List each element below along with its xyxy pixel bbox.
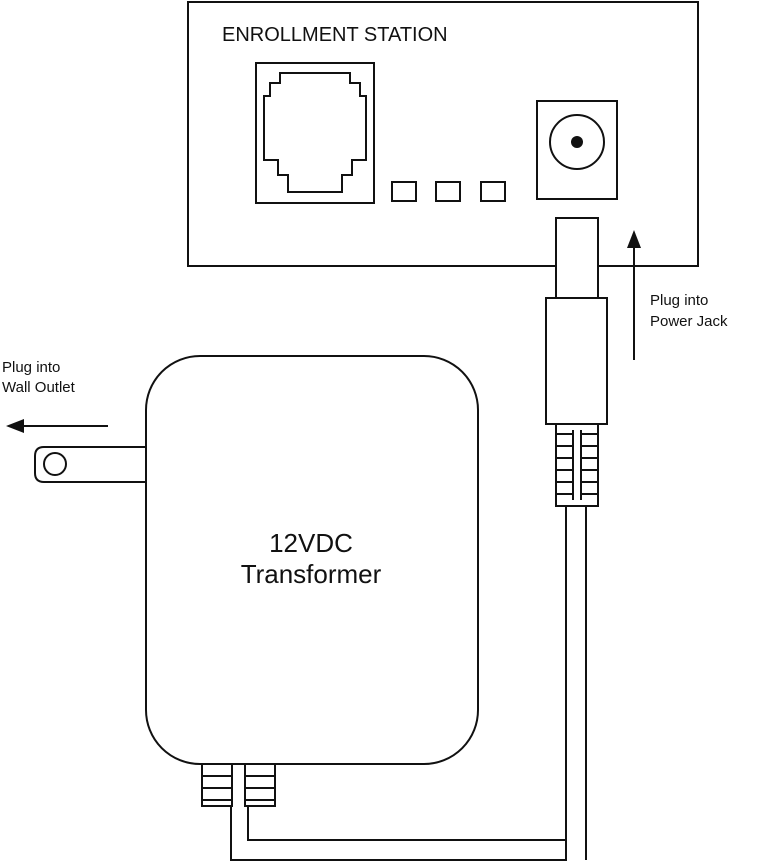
power-jack-instruction-line2: Power Jack [650, 313, 728, 330]
wall-outlet-instruction-line2: Wall Outlet [2, 379, 76, 396]
barrel-plug-tip [556, 218, 598, 298]
enrollment-station: ENROLLMENT STATION [188, 2, 698, 266]
transformer-strain-relief [202, 764, 275, 806]
power-jack-pin [571, 136, 583, 148]
transformer-label-voltage: 12VDC [269, 528, 353, 558]
power-jack [537, 101, 617, 199]
barrel-plug-body [546, 298, 607, 424]
dc-barrel-plug [546, 218, 607, 506]
transformer-label-name: Transformer [241, 559, 382, 589]
ac-prong [35, 447, 146, 482]
ac-prong-hole [44, 453, 66, 475]
arrow-left-icon [6, 419, 108, 433]
cable-inner-2 [248, 805, 566, 840]
station-title: ENROLLMENT STATION [222, 24, 448, 46]
wall-outlet-instruction-line1: Plug into [2, 359, 60, 376]
indicator-window-1 [392, 182, 416, 201]
transformer: 12VDC Transformer [35, 356, 478, 806]
indicator-window-2 [436, 182, 460, 201]
power-jack-instruction-line1: Plug into [650, 292, 708, 309]
rj-jack [256, 63, 374, 203]
indicator-window-3 [481, 182, 505, 201]
